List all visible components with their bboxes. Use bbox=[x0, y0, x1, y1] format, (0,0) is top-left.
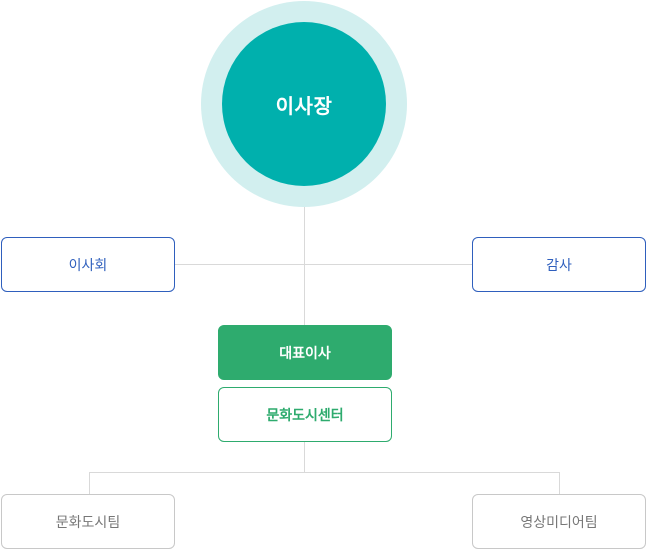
center-node: 문화도시센터 bbox=[218, 387, 392, 442]
chairman-node: 이사장 bbox=[222, 22, 386, 186]
board-node: 이사회 bbox=[1, 237, 175, 292]
center-label: 문화도시센터 bbox=[266, 407, 344, 424]
auditor-node: 감사 bbox=[472, 237, 646, 292]
board-label: 이사회 bbox=[68, 257, 108, 274]
team-label: 영상미디어팀 bbox=[520, 514, 598, 531]
chairman-label: 이사장 bbox=[275, 93, 333, 118]
auditor-label: 감사 bbox=[546, 257, 572, 274]
team-label: 문화도시팀 bbox=[55, 514, 121, 531]
connector-team-right bbox=[559, 472, 560, 494]
team-node-culture-city: 문화도시팀 bbox=[1, 494, 175, 549]
team-node-video-media: 영상미디어팀 bbox=[472, 494, 646, 549]
connector-board-auditor bbox=[175, 264, 472, 265]
connector-teams-horizontal bbox=[89, 472, 560, 473]
connector-chairman-to-ceo bbox=[304, 207, 305, 325]
connector-center-down bbox=[304, 442, 305, 472]
connector-team-left bbox=[89, 472, 90, 494]
ceo-node: 대표이사 bbox=[218, 325, 392, 380]
ceo-label: 대표이사 bbox=[279, 345, 331, 362]
